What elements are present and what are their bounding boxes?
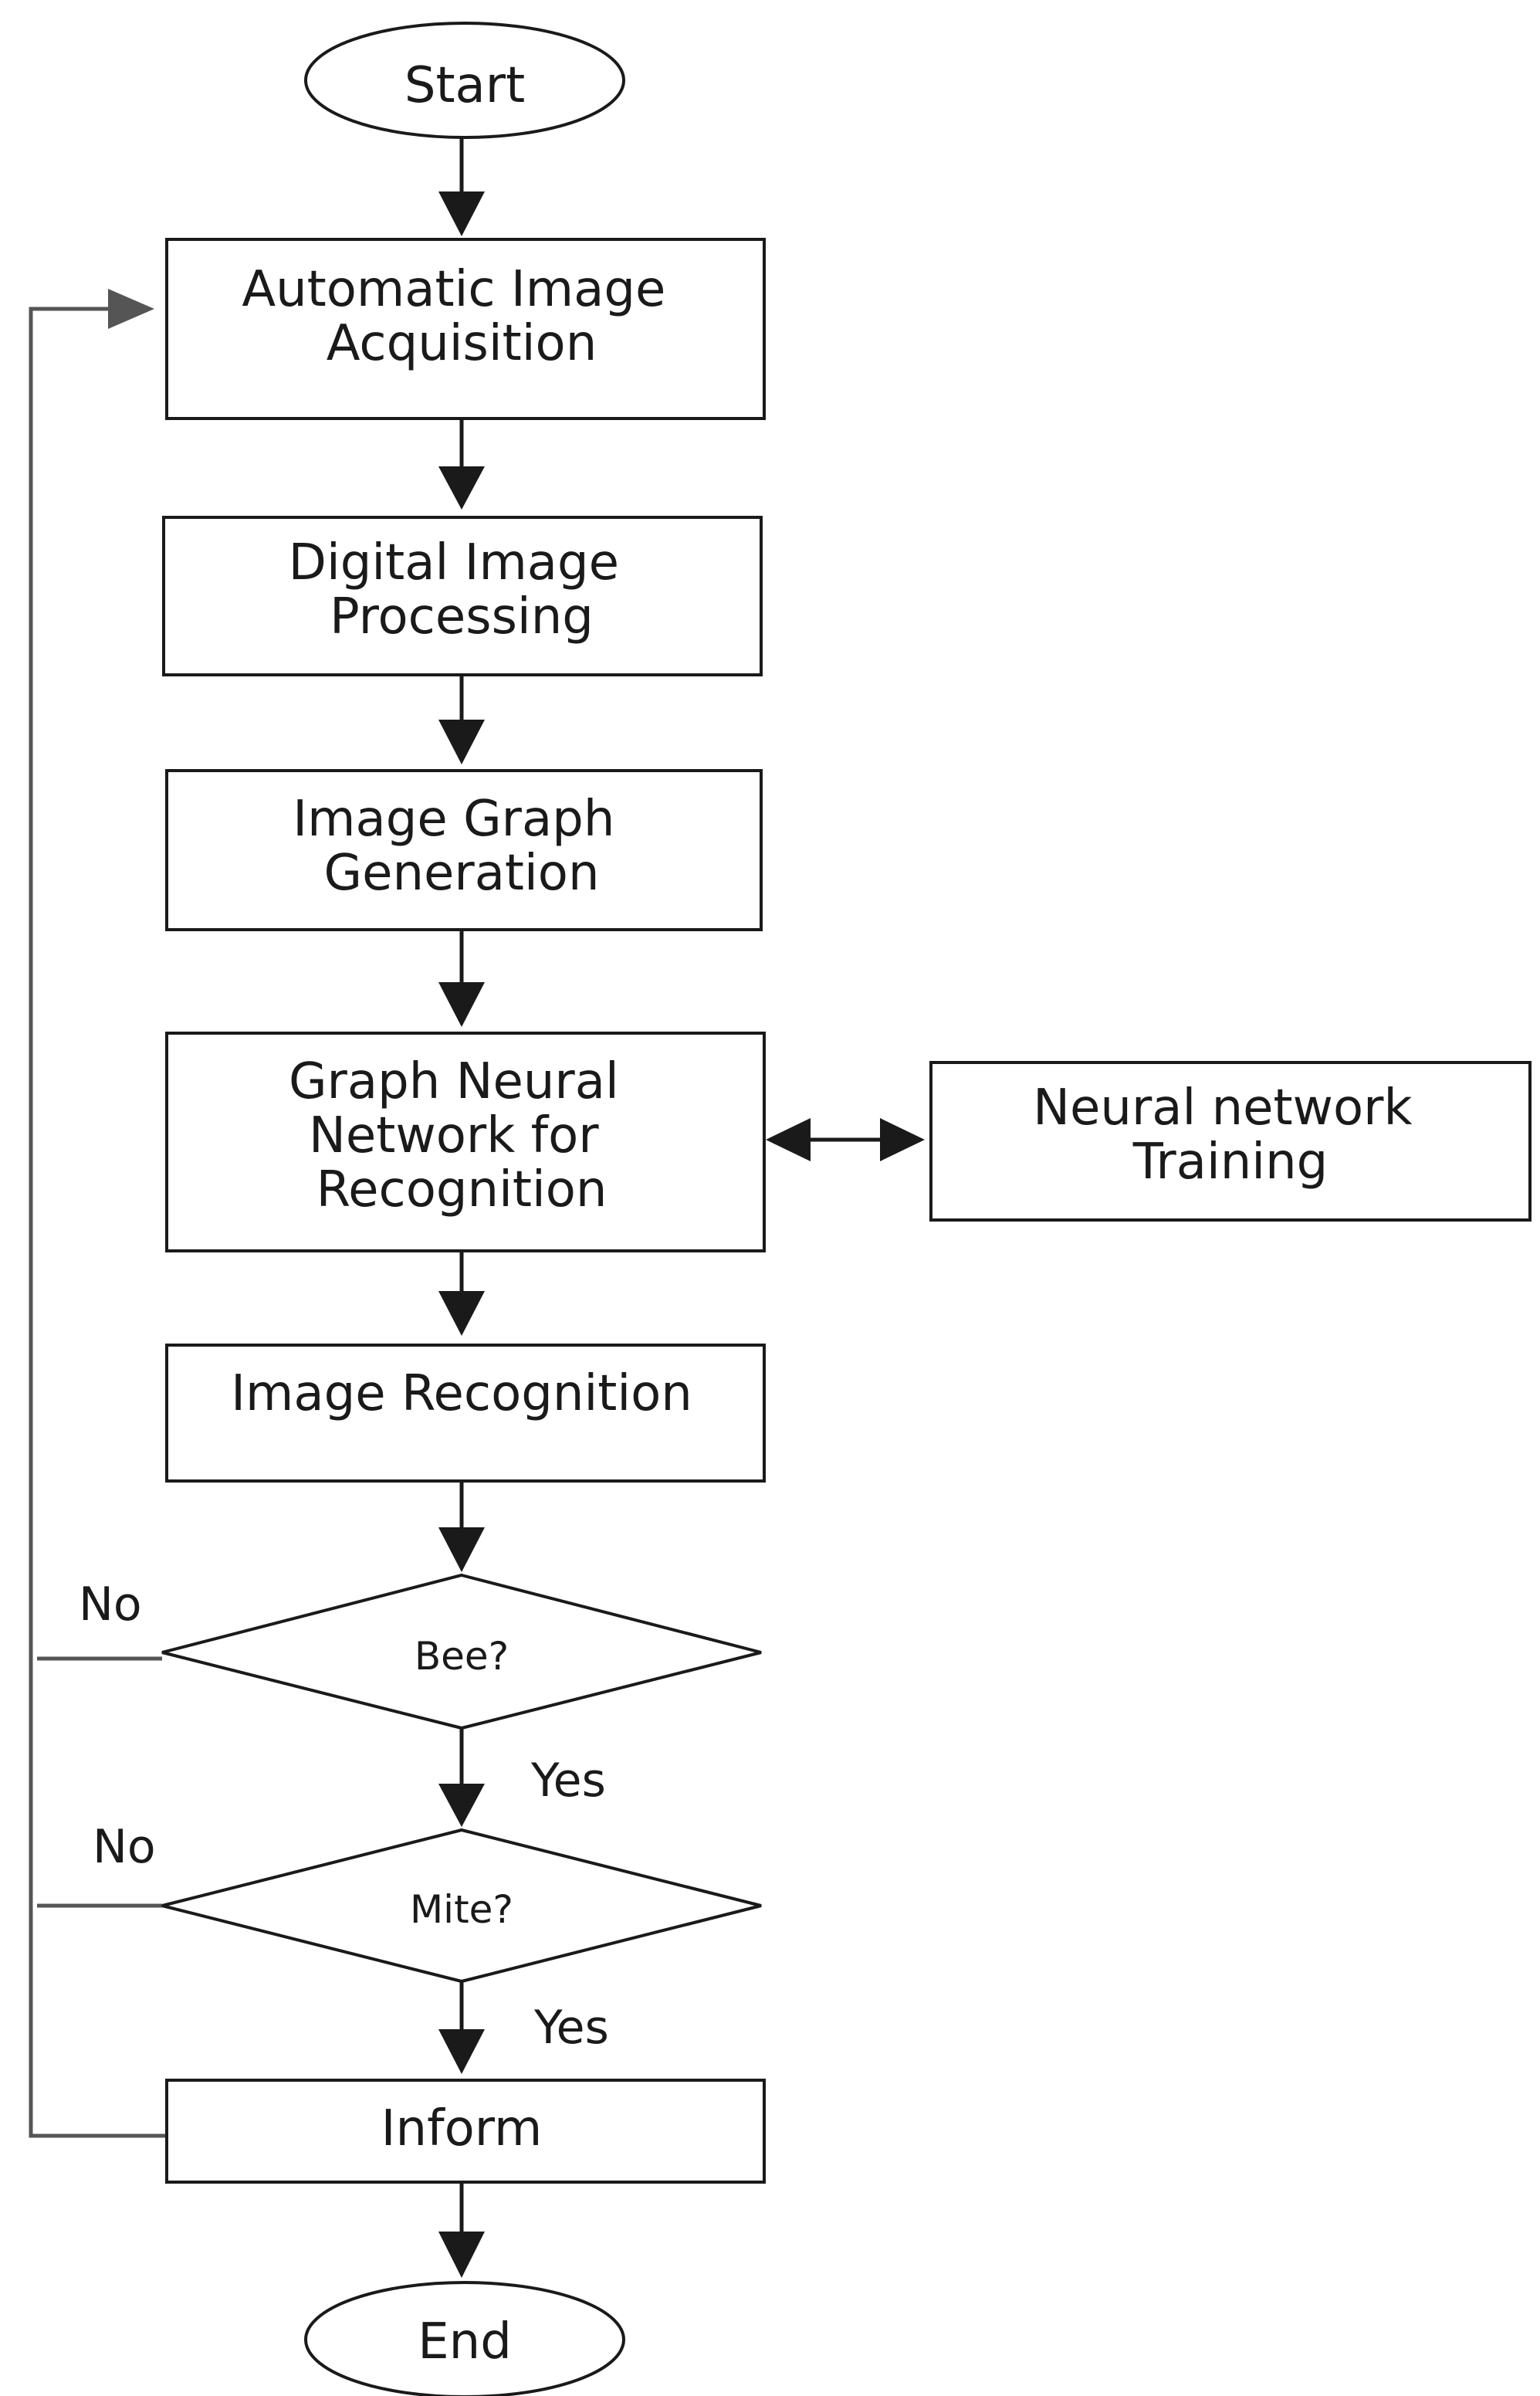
start-label: Start [404, 57, 525, 114]
end-node: End [304, 2281, 625, 2396]
mite-decision-label: Mite? [410, 1887, 513, 1932]
arrowhead-processing [438, 466, 485, 510]
bee-decision-node: Bee? [161, 1573, 762, 1730]
acquisition-node: Automatic Image Acquisition [165, 238, 766, 420]
graph-generation-node: Image Graph Generation [165, 769, 763, 931]
processing-label-line1: Digital Image [289, 534, 619, 591]
generation-label-line2: Generation [323, 845, 599, 902]
start-node: Start [304, 22, 625, 139]
arrowhead-generation [438, 720, 485, 764]
arrowhead-inform [438, 2029, 485, 2074]
mite-decision-node: Mite? [161, 1828, 762, 1984]
arrowhead-mite [438, 1784, 485, 1827]
svg-text:Neural network Training: Neural network Training [1033, 1079, 1428, 1191]
generation-label-line1: Image Graph [293, 791, 614, 848]
arrowhead-recognition [438, 1291, 485, 1336]
feedback-loop-arrowhead [108, 289, 154, 329]
training-label-line2: Training [1132, 1134, 1328, 1191]
gnn-label-line1: Graph Neural [289, 1053, 619, 1110]
arrowhead-gnn [438, 982, 485, 1027]
arrowhead-acquisition [438, 191, 485, 236]
end-label: End [418, 2313, 512, 2371]
bee-yes-label: Yes [530, 1754, 606, 1808]
recognition-node: Image Recognition [165, 1344, 766, 1483]
arrowhead-to-gnn [766, 1118, 811, 1161]
gnn-label-line2: Network for [309, 1107, 599, 1164]
training-node: Neural network Training [929, 1061, 1532, 1222]
acquisition-label-line1: Automatic Image [242, 261, 665, 318]
mite-no-label: No [93, 1820, 156, 1874]
acquisition-label-line2: Acquisition [327, 315, 597, 372]
bee-no-label: No [79, 1578, 142, 1632]
bee-decision-label: Bee? [415, 1634, 509, 1679]
svg-text:Graph Neural Network for: Graph Neural Network for Recognition [289, 1053, 635, 1218]
gnn-label-line3: Recognition [316, 1161, 608, 1218]
svg-text:Image Graph Generation: Image Graph Generation [293, 791, 630, 902]
processing-node: Digital Image Processing [162, 516, 763, 676]
training-label-line1: Neural network [1033, 1079, 1412, 1137]
mite-yes-label: Yes [533, 2001, 609, 2055]
arrowhead-to-training [880, 1118, 925, 1161]
inform-label: Inform [381, 2100, 543, 2157]
inform-node: Inform [165, 2079, 766, 2184]
arrowhead-end [438, 2232, 485, 2278]
feedback-loop-line [29, 307, 167, 2138]
arrowhead-bee [438, 1527, 485, 1572]
recognition-label: Image Recognition [231, 1365, 692, 1422]
processing-label-line2: Processing [330, 588, 594, 646]
svg-text:Digital Image Processing: Digital Image Processing [289, 534, 635, 646]
gnn-node: Graph Neural Network for Recognition [165, 1032, 766, 1252]
svg-text:Automatic Image Acquisit: Automatic Image Acquisition [242, 261, 681, 372]
